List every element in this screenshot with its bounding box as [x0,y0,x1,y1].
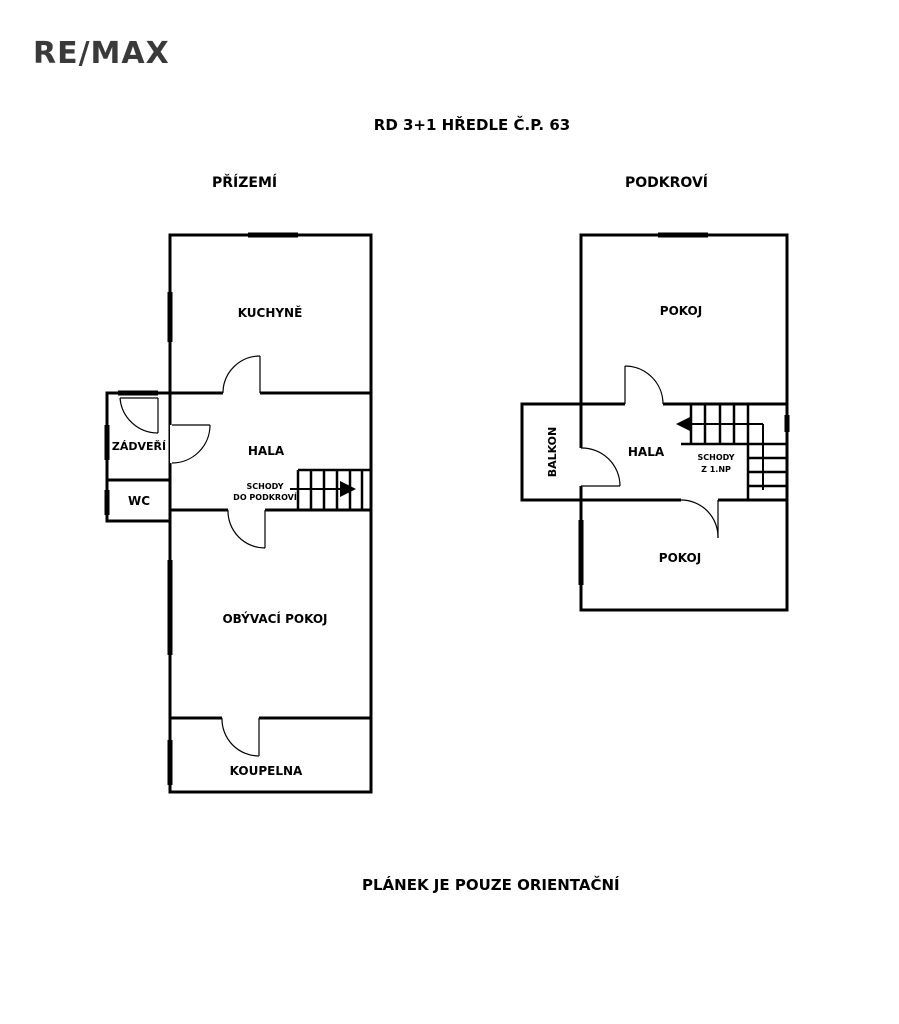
ground-floor-label: PŘÍZEMÍ [212,175,278,191]
room-label-bathroom: KOUPELNA [230,764,303,778]
attic-floor-label: PODKROVÍ [625,175,708,191]
windows-attic [578,232,790,585]
stairs-label-ground-2: DO PODKROVÍ [233,491,297,502]
stairs-label-attic-1: SCHODY [698,453,735,462]
room-label-room-top: POKOJ [660,304,702,318]
room-label-living: OBÝVACÍ POKOJ [222,611,327,626]
stairs-label-ground-1: SCHODY [247,482,284,491]
plan-title: RD 3+1 HŘEDLE Č.P. 63 [373,116,571,134]
attic-floor-plan [520,232,790,612]
room-label-room-bottom: POKOJ [659,551,701,565]
room-label-kitchen: KUCHYNĚ [238,305,303,320]
room-label-hall-attic: HALA [628,445,665,459]
room-label-balcony: BALKON [546,427,559,478]
doors-ground [119,355,266,757]
stairs-label-attic-2: Z 1.NP [701,465,731,474]
doors-attic [579,365,719,539]
stairs-attic [676,404,787,500]
room-label-hall-ground: HALA [248,444,285,458]
ground-floor-plan [104,232,373,794]
room-label-wc: WC [128,494,150,508]
room-label-entrance: ZÁDVEŘÍ [112,440,166,453]
disclaimer-note: PLÁNEK JE POUZE ORIENTAČNÍ [362,876,620,894]
stairs-ground [290,468,371,510]
windows-ground [104,232,298,785]
remax-logo: RE/MAX [33,36,170,71]
